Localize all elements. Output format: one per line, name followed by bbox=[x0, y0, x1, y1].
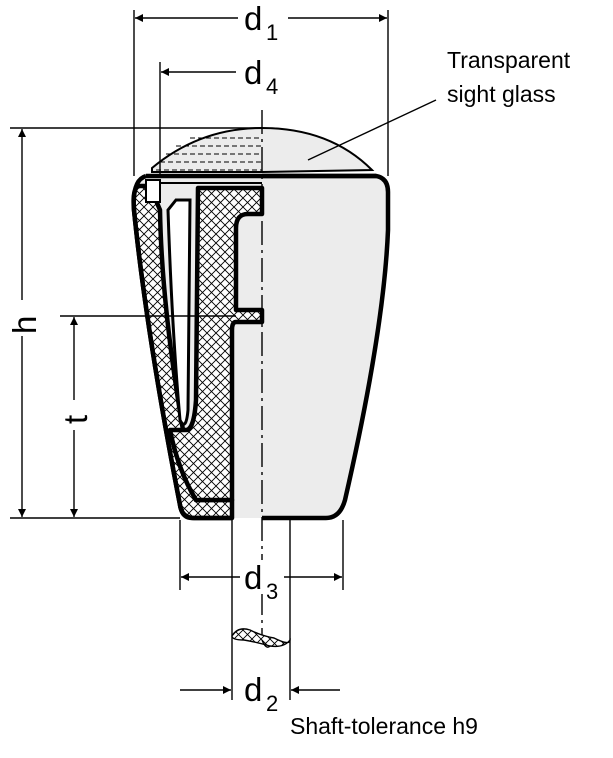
d1-index: 1 bbox=[266, 20, 278, 45]
d3-label: d bbox=[244, 559, 262, 596]
d3-index: 3 bbox=[266, 579, 278, 604]
sight-glass-label-line2: sight glass bbox=[447, 81, 556, 107]
slot-gap bbox=[166, 198, 192, 426]
h-label: h bbox=[6, 316, 43, 334]
t-label: t bbox=[57, 415, 94, 424]
knob-outline bbox=[131, 173, 391, 521]
d1-label: d bbox=[244, 0, 262, 37]
sight-glass-leader bbox=[307, 99, 437, 161]
hatched-insert-section bbox=[167, 185, 265, 503]
d2-index: 2 bbox=[266, 691, 278, 716]
d4-index: 4 bbox=[266, 74, 278, 99]
sight-glass-label-line1: Transparent bbox=[447, 47, 571, 73]
knob-body-right bbox=[262, 176, 388, 518]
snap-tab bbox=[145, 179, 161, 203]
d4-label: d bbox=[244, 54, 262, 91]
shaft-section-symbol bbox=[231, 628, 291, 648]
sight-glass-left-lines bbox=[156, 137, 262, 171]
d2-label: d bbox=[244, 671, 262, 708]
shaft-tolerance-label: Shaft-tolerance h9 bbox=[290, 713, 478, 739]
